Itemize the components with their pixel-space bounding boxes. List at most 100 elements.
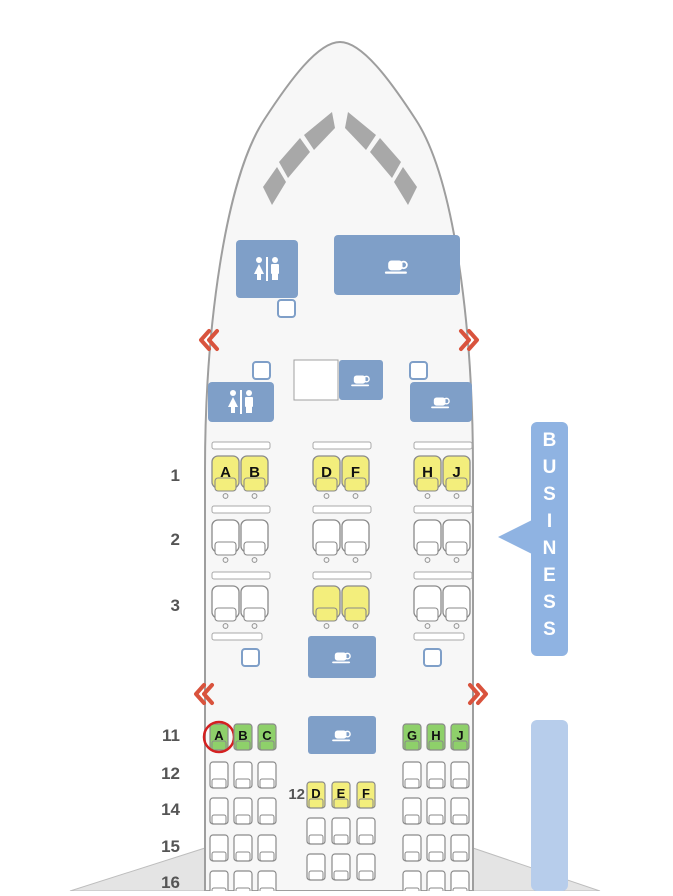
business-seat[interactable] [413,585,442,629]
economy-seat[interactable]: B [233,723,253,751]
economy-seat[interactable] [356,853,376,881]
seat-back [233,870,253,896]
seat-back [450,870,470,896]
economy-seat[interactable] [257,834,277,862]
economy-seat[interactable] [402,870,422,896]
economy-seat[interactable] [450,761,470,789]
seat-divider-bar [413,632,465,641]
seat-cushion [333,798,349,809]
seat-back [306,853,326,881]
seat-back [209,797,229,825]
empty-cabin-cell [293,359,339,401]
economy-seat[interactable]: D [306,781,326,809]
seat-divider-bar [211,571,271,580]
business-seat[interactable]: B [240,455,269,499]
economy-seat[interactable] [209,834,229,862]
business-seat[interactable] [341,519,370,563]
economy-seat[interactable] [257,761,277,789]
business-seat[interactable] [312,585,341,629]
economy-seat[interactable]: C [257,723,277,751]
seat-cushion [211,851,227,862]
economy-seat[interactable] [306,853,326,881]
economy-seat[interactable] [209,797,229,825]
economy-seat[interactable] [331,853,351,881]
business-seat[interactable] [312,519,341,563]
seat-back [233,797,253,825]
economy-seat[interactable] [233,870,253,896]
economy-seat[interactable] [209,870,229,896]
seat-divider-bar [211,441,271,450]
economy-seat[interactable] [402,761,422,789]
business-seat[interactable] [413,519,442,563]
lavatory-icon [254,257,279,281]
economy-seat[interactable]: G [402,723,422,751]
business-seat[interactable] [211,585,240,629]
business-seat[interactable] [211,519,240,563]
exit-chevron-stroke [202,683,214,705]
economy-seat[interactable] [233,761,253,789]
economy-seat[interactable] [233,797,253,825]
storage-icon [423,648,442,667]
economy-seat[interactable]: E [331,781,351,809]
seat-back [257,834,277,862]
business-seat[interactable]: J [442,455,471,499]
seat-letter: H [422,464,433,481]
economy-seat[interactable] [450,797,470,825]
economy-seat[interactable]: H [426,723,446,751]
seat-cushion [344,477,367,492]
economy-seat[interactable] [426,834,446,862]
seat-cushion [211,814,227,825]
business-seat[interactable]: D [312,455,341,499]
seat-cushion [308,798,324,809]
exit-chevron-stroke [207,329,219,351]
person-head [272,257,278,263]
economy-seat[interactable] [209,761,229,789]
business-seat[interactable]: H [413,455,442,499]
economy-seat[interactable] [450,834,470,862]
row-number: 1 [170,466,180,485]
business-seat[interactable]: F [341,455,370,499]
seat-cushion [259,851,275,862]
lavatory-icon [228,390,253,414]
business-seat[interactable]: A [211,455,240,499]
cup-handle [442,397,450,405]
cabin-banner-letter: I [547,511,552,532]
economy-seat[interactable]: A [209,723,229,751]
storage-icon [241,648,260,667]
economy-seat[interactable] [402,797,422,825]
economy-seat[interactable] [257,870,277,896]
economy-seat[interactable] [233,834,253,862]
economy-seat[interactable]: J [450,723,470,751]
seat-recline-knob [251,557,258,563]
cockpit-window-2 [279,138,310,178]
economy-seat[interactable] [331,817,351,845]
seat-letter: D [311,786,320,801]
seat-letter: E [337,786,346,801]
cup [334,730,347,739]
seat-recline-knob [251,493,258,499]
economy-seat[interactable] [402,834,422,862]
seat-letter: J [452,464,460,481]
seat-cushion [333,834,349,845]
business-seat[interactable] [240,585,269,629]
seat-letter: A [220,464,231,481]
business-seat[interactable] [442,585,471,629]
economy-seat[interactable] [450,870,470,896]
economy-seat[interactable] [426,870,446,896]
economy-seat[interactable] [426,797,446,825]
seat-cushion [243,541,266,556]
business-seat[interactable] [442,519,471,563]
economy-seat[interactable]: F [356,781,376,809]
seat-recline-knob [222,623,229,629]
economy-seat[interactable] [257,797,277,825]
exit-chevron-icon [199,329,219,351]
seat-back [356,817,376,845]
economy-seat[interactable] [356,817,376,845]
exit-chevron-stroke [476,683,488,705]
economy-seat[interactable] [306,817,326,845]
business-seat[interactable] [240,519,269,563]
economy-seat[interactable] [426,761,446,789]
business-seat[interactable] [341,585,370,629]
seat-cushion [416,477,439,492]
